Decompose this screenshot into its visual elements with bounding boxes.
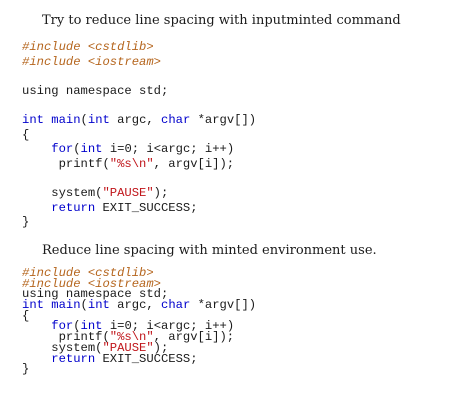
code-token: ); — [153, 185, 169, 200]
code-token: return — [51, 351, 96, 366]
code-line: system("PAUSE"); — [22, 186, 256, 201]
code-token: "%s\n" — [109, 156, 154, 171]
code-token: int — [80, 142, 103, 157]
code-line: #include <cstdlib> — [22, 266, 256, 280]
code-token: return — [51, 200, 96, 215]
code-token: i=0; i<argc; i++) — [102, 319, 235, 334]
code-token: #include <cstdlib> — [22, 40, 154, 54]
code-token: for — [51, 142, 74, 157]
code-token: ( — [80, 112, 88, 127]
code-token: char — [161, 298, 191, 313]
code-token: EXIT_SUCCESS; — [95, 351, 198, 366]
code-token: char — [161, 112, 191, 127]
code-token: *argv[]) — [190, 112, 257, 127]
code-line: { — [22, 308, 256, 323]
code-line: { — [22, 128, 256, 143]
code-token: system( — [22, 340, 103, 355]
code-token: main — [51, 298, 81, 313]
code-token: system( — [22, 185, 103, 200]
code-token: #include <iostream> — [22, 54, 161, 69]
code-line — [22, 69, 256, 84]
code-block-minted-env: #include <cstdlib>#include <iostream>usi… — [22, 266, 257, 377]
code-token: i=0; i<argc; i++) — [102, 142, 235, 157]
code-token: argc, — [109, 112, 162, 127]
code-token: "%s\n" — [109, 330, 154, 345]
code-token: printf( — [22, 330, 110, 345]
code-token: "PAUSE" — [102, 340, 154, 355]
code-token: { — [22, 308, 30, 323]
code-token: #include <iostream> — [22, 276, 161, 291]
code-line: using namespace std; — [22, 84, 256, 99]
code-token: , argv[i]); — [153, 156, 235, 171]
code-block-inputminted: #include <cstdlib>#include <iostream> us… — [22, 40, 256, 230]
code-line: for(int i=0; i<argc; i++) — [22, 142, 256, 157]
code-line: printf("%s\n", argv[i]); — [22, 157, 256, 172]
code-line: printf("%s\n", argv[i]); — [22, 330, 256, 345]
code-line: return EXIT_SUCCESS; — [22, 351, 256, 366]
code-token: EXIT_SUCCESS; — [95, 200, 198, 215]
code-token: *argv[]) — [190, 298, 257, 313]
code-line: return EXIT_SUCCESS; — [22, 201, 256, 216]
code-token: ); — [153, 340, 169, 355]
code-line: } — [22, 362, 256, 377]
code-token: int — [80, 319, 103, 334]
code-line: int main(int argc, char *argv[]) — [22, 298, 257, 313]
code-line — [22, 171, 256, 186]
code-token: "PAUSE" — [102, 185, 154, 200]
code-token: main — [51, 112, 81, 127]
code-line: int main(int argc, char *argv[]) — [22, 113, 256, 128]
code-token — [22, 142, 51, 156]
code-token: ( — [73, 319, 81, 334]
code-line — [22, 98, 256, 113]
code-token: using namespace std; — [22, 287, 169, 302]
code-line: } — [22, 215, 256, 230]
code-token: } — [22, 362, 30, 377]
code-token: int — [87, 298, 110, 313]
code-token: { — [22, 127, 30, 142]
code-token: ( — [73, 142, 81, 157]
code-token: argc, — [109, 298, 162, 313]
code-token: printf( — [22, 156, 110, 171]
code-token: int — [22, 298, 44, 313]
code-token: using namespace std; — [22, 83, 169, 98]
code-line: using namespace std; — [22, 287, 256, 302]
code-token — [22, 201, 51, 215]
section1-heading: Try to reduce line spacing with inputmin… — [42, 13, 401, 28]
code-line: #include <cstdlib> — [22, 40, 256, 55]
code-token: int — [22, 112, 44, 127]
section2-heading: Reduce line spacing with minted environm… — [42, 243, 377, 258]
code-token: , argv[i]); — [153, 330, 235, 345]
code-token: } — [22, 215, 30, 230]
code-line: #include <iostream> — [22, 276, 256, 291]
code-line: #include <iostream> — [22, 55, 256, 70]
code-line: system("PAUSE"); — [22, 340, 256, 355]
code-token: #include <cstdlib> — [22, 266, 154, 280]
code-token: for — [51, 319, 74, 334]
code-token: ( — [80, 298, 88, 313]
code-line: for(int i=0; i<argc; i++) — [22, 319, 256, 334]
code-token: int — [87, 112, 110, 127]
